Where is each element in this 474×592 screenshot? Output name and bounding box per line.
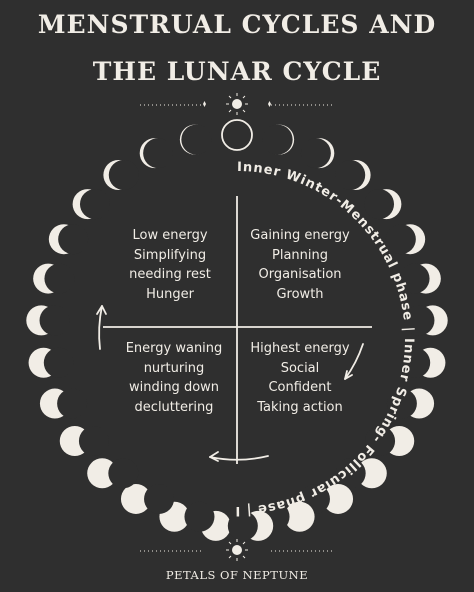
crescent-moon-icon: [208, 100, 216, 110]
moon-disc: [120, 483, 151, 514]
quadrant-top-right: Gaining energy Planning Organisation Gro…: [225, 226, 375, 304]
moon-shadow: [335, 458, 366, 489]
moon-phase-9: [400, 347, 446, 378]
quadrant-line: Simplifying: [133, 247, 207, 263]
moon-phase-2: [262, 124, 295, 155]
quadrant-line: Planning: [272, 247, 328, 263]
moon-shadow: [300, 138, 331, 169]
moon-phase-23: [26, 305, 70, 336]
moon-phase-3: [300, 138, 335, 169]
sparkle-icon: [268, 101, 271, 107]
moon-shadow: [181, 124, 212, 155]
arrow-bottom-head: [209, 451, 219, 462]
top-ornament: [140, 93, 334, 115]
moon-shadow: [184, 501, 215, 532]
moon-shadow: [44, 263, 75, 294]
moon-shadow: [400, 347, 431, 378]
quadrant-line: nurturing: [143, 360, 205, 376]
quadrant-line: Confident: [268, 380, 332, 395]
moon-phase-7: [399, 263, 441, 294]
quadrant-line: winding down: [128, 380, 220, 395]
moon-phase-20: [59, 425, 109, 456]
moon-disc: [356, 458, 387, 489]
moon-shadow: [262, 124, 293, 155]
bottom-ornament: [140, 539, 334, 561]
moon-phase-ring: [26, 119, 448, 541]
moon-shadow: [79, 189, 110, 220]
brand-footer: PETALS OF NEPTUNE: [165, 568, 309, 582]
moon-shadow: [227, 510, 258, 541]
sun-ornament-icon: [226, 539, 248, 561]
moon-phase-27: [103, 159, 139, 190]
title-line-1: MENSTRUAL CYCLES AND: [37, 10, 437, 39]
moon-phase-10: [386, 388, 435, 419]
moon-shadow: [386, 388, 417, 419]
moon-shadow: [144, 483, 175, 514]
quadrant-line: Gaining energy: [250, 228, 350, 243]
moon-shadow: [57, 388, 88, 419]
quadrant-bottom-right: Highest energy Social Confident Taking a…: [225, 339, 375, 417]
moon-shadow: [43, 347, 74, 378]
moon-shadow: [399, 263, 430, 294]
moon-phase-5: [364, 189, 402, 220]
moon-phase-12: [335, 458, 387, 489]
moon-phase-8: [404, 305, 448, 336]
quadrant-bottom-left: Energy waning nurturing winding down dec…: [99, 339, 249, 417]
quadrant-top-left: Low energy Simplifying needing rest Hung…: [95, 226, 245, 304]
moon-shadow: [335, 159, 366, 190]
quadrant-line: Organisation: [258, 267, 342, 282]
moon-shadow: [108, 458, 139, 489]
title-line-2: THE LUNAR CYCLE: [92, 57, 382, 86]
quadrant-line: Taking action: [257, 399, 343, 415]
crescent-moon-icon: [207, 546, 216, 556]
moon-shadow: [58, 224, 89, 255]
moon-disc: [284, 501, 315, 532]
moon-phase-19: [87, 458, 139, 489]
moon-shadow: [78, 425, 109, 456]
moon-phase-21: [39, 388, 88, 419]
moon-phase-24: [33, 263, 75, 294]
quadrant-line: Energy waning: [125, 341, 223, 356]
moon-phase-28: [139, 138, 174, 169]
moon-phase-1: [221, 119, 253, 151]
sun-ornament-icon: [226, 93, 248, 115]
moon-shadow: [385, 224, 416, 255]
quadrant-line: Growth: [276, 286, 324, 302]
crescent-moon-icon: [258, 100, 267, 110]
moon-phase-18: [120, 483, 175, 514]
moon-phase-22: [28, 347, 74, 378]
quadrant-line: decluttering: [134, 399, 214, 415]
moon-shadow: [39, 305, 70, 336]
quadrant-line: Hunger: [146, 286, 194, 302]
moon-disc: [87, 458, 118, 489]
arrow-bottom-arc: [209, 455, 269, 461]
quadrant-line: Low energy: [132, 228, 208, 243]
moon-phase-29: [179, 124, 212, 155]
arrow-right-head: [344, 370, 353, 380]
sparkle-icon: [203, 101, 206, 107]
moon-phase-11: [365, 425, 415, 456]
arrow-left-head: [96, 305, 107, 315]
crescent-moon-icon: [258, 546, 267, 556]
moon-shadow: [364, 189, 395, 220]
moon-phase-6: [385, 224, 426, 255]
moon-phase-25: [48, 224, 89, 255]
moon-shadow: [404, 305, 435, 336]
moon-shadow: [143, 138, 174, 169]
moon-shadow: [108, 159, 139, 190]
moon-disc: [323, 483, 354, 514]
moon-shadow: [365, 425, 396, 456]
moon-phase-26: [72, 189, 110, 220]
quadrant-line: Highest energy: [250, 341, 350, 356]
new-moon-outline: [221, 119, 253, 151]
moon-phase-4: [335, 159, 371, 190]
quadrant-line: Social: [280, 360, 320, 376]
quadrant-line: needing rest: [129, 267, 211, 282]
